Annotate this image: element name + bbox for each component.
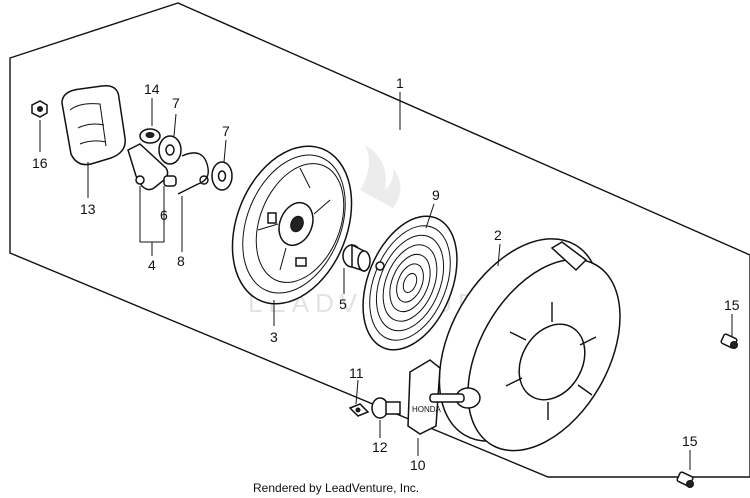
part-10-handle: HONDA: [407, 359, 465, 435]
callout-7-right: 7: [222, 123, 230, 139]
callout-14: 14: [144, 81, 160, 97]
callout-1: 1: [396, 75, 404, 91]
footer-credit: Rendered by LeadVenture, Inc.: [253, 481, 420, 495]
part-9-recoil-spring: [362, 215, 458, 351]
callout-9: 9: [432, 187, 440, 203]
callout-10: 10: [410, 457, 426, 473]
part-16-nut: [31, 100, 48, 118]
assembly-boundary: [9, 2, 750, 478]
callout-15-upper: 15: [724, 297, 740, 313]
leader-lines: [39, 92, 733, 470]
part-5-bushing: [342, 243, 371, 273]
part-11-screw: [348, 403, 370, 417]
callout-16: 16: [32, 155, 48, 171]
part-14-collar: [139, 128, 161, 144]
part-8-spring: [177, 152, 209, 195]
part-15-bolt-upper: [720, 333, 738, 349]
part-7-washer-right: [211, 161, 233, 191]
svg-text:HONDA: HONDA: [412, 405, 442, 414]
part-7-washer-left: [158, 135, 182, 165]
callout-12: 12: [372, 439, 388, 455]
callout-15-lower: 15: [682, 433, 698, 449]
part-15-bolt-lower: [676, 471, 694, 488]
callout-2: 2: [494, 227, 502, 243]
callout-6: 6: [160, 207, 168, 223]
callout-13: 13: [80, 201, 96, 217]
part-13-starter-cover: [61, 85, 126, 166]
part-12-clip: [371, 397, 401, 419]
part-4-ratchet-plate: [127, 143, 169, 191]
callout-4: 4: [148, 257, 156, 273]
callout-8: 8: [177, 253, 185, 269]
callout-labels: 1 2 3 4 5 6 7 7 8 9 10 11 12 13 14 15 15…: [32, 75, 740, 473]
part-2-housing: [438, 238, 621, 452]
callout-3: 3: [270, 329, 278, 345]
part-6-pin: [163, 175, 177, 187]
callout-7-left: 7: [172, 95, 180, 111]
callout-11: 11: [349, 365, 364, 381]
part-3-reel: [231, 145, 353, 305]
callout-5: 5: [339, 296, 347, 312]
